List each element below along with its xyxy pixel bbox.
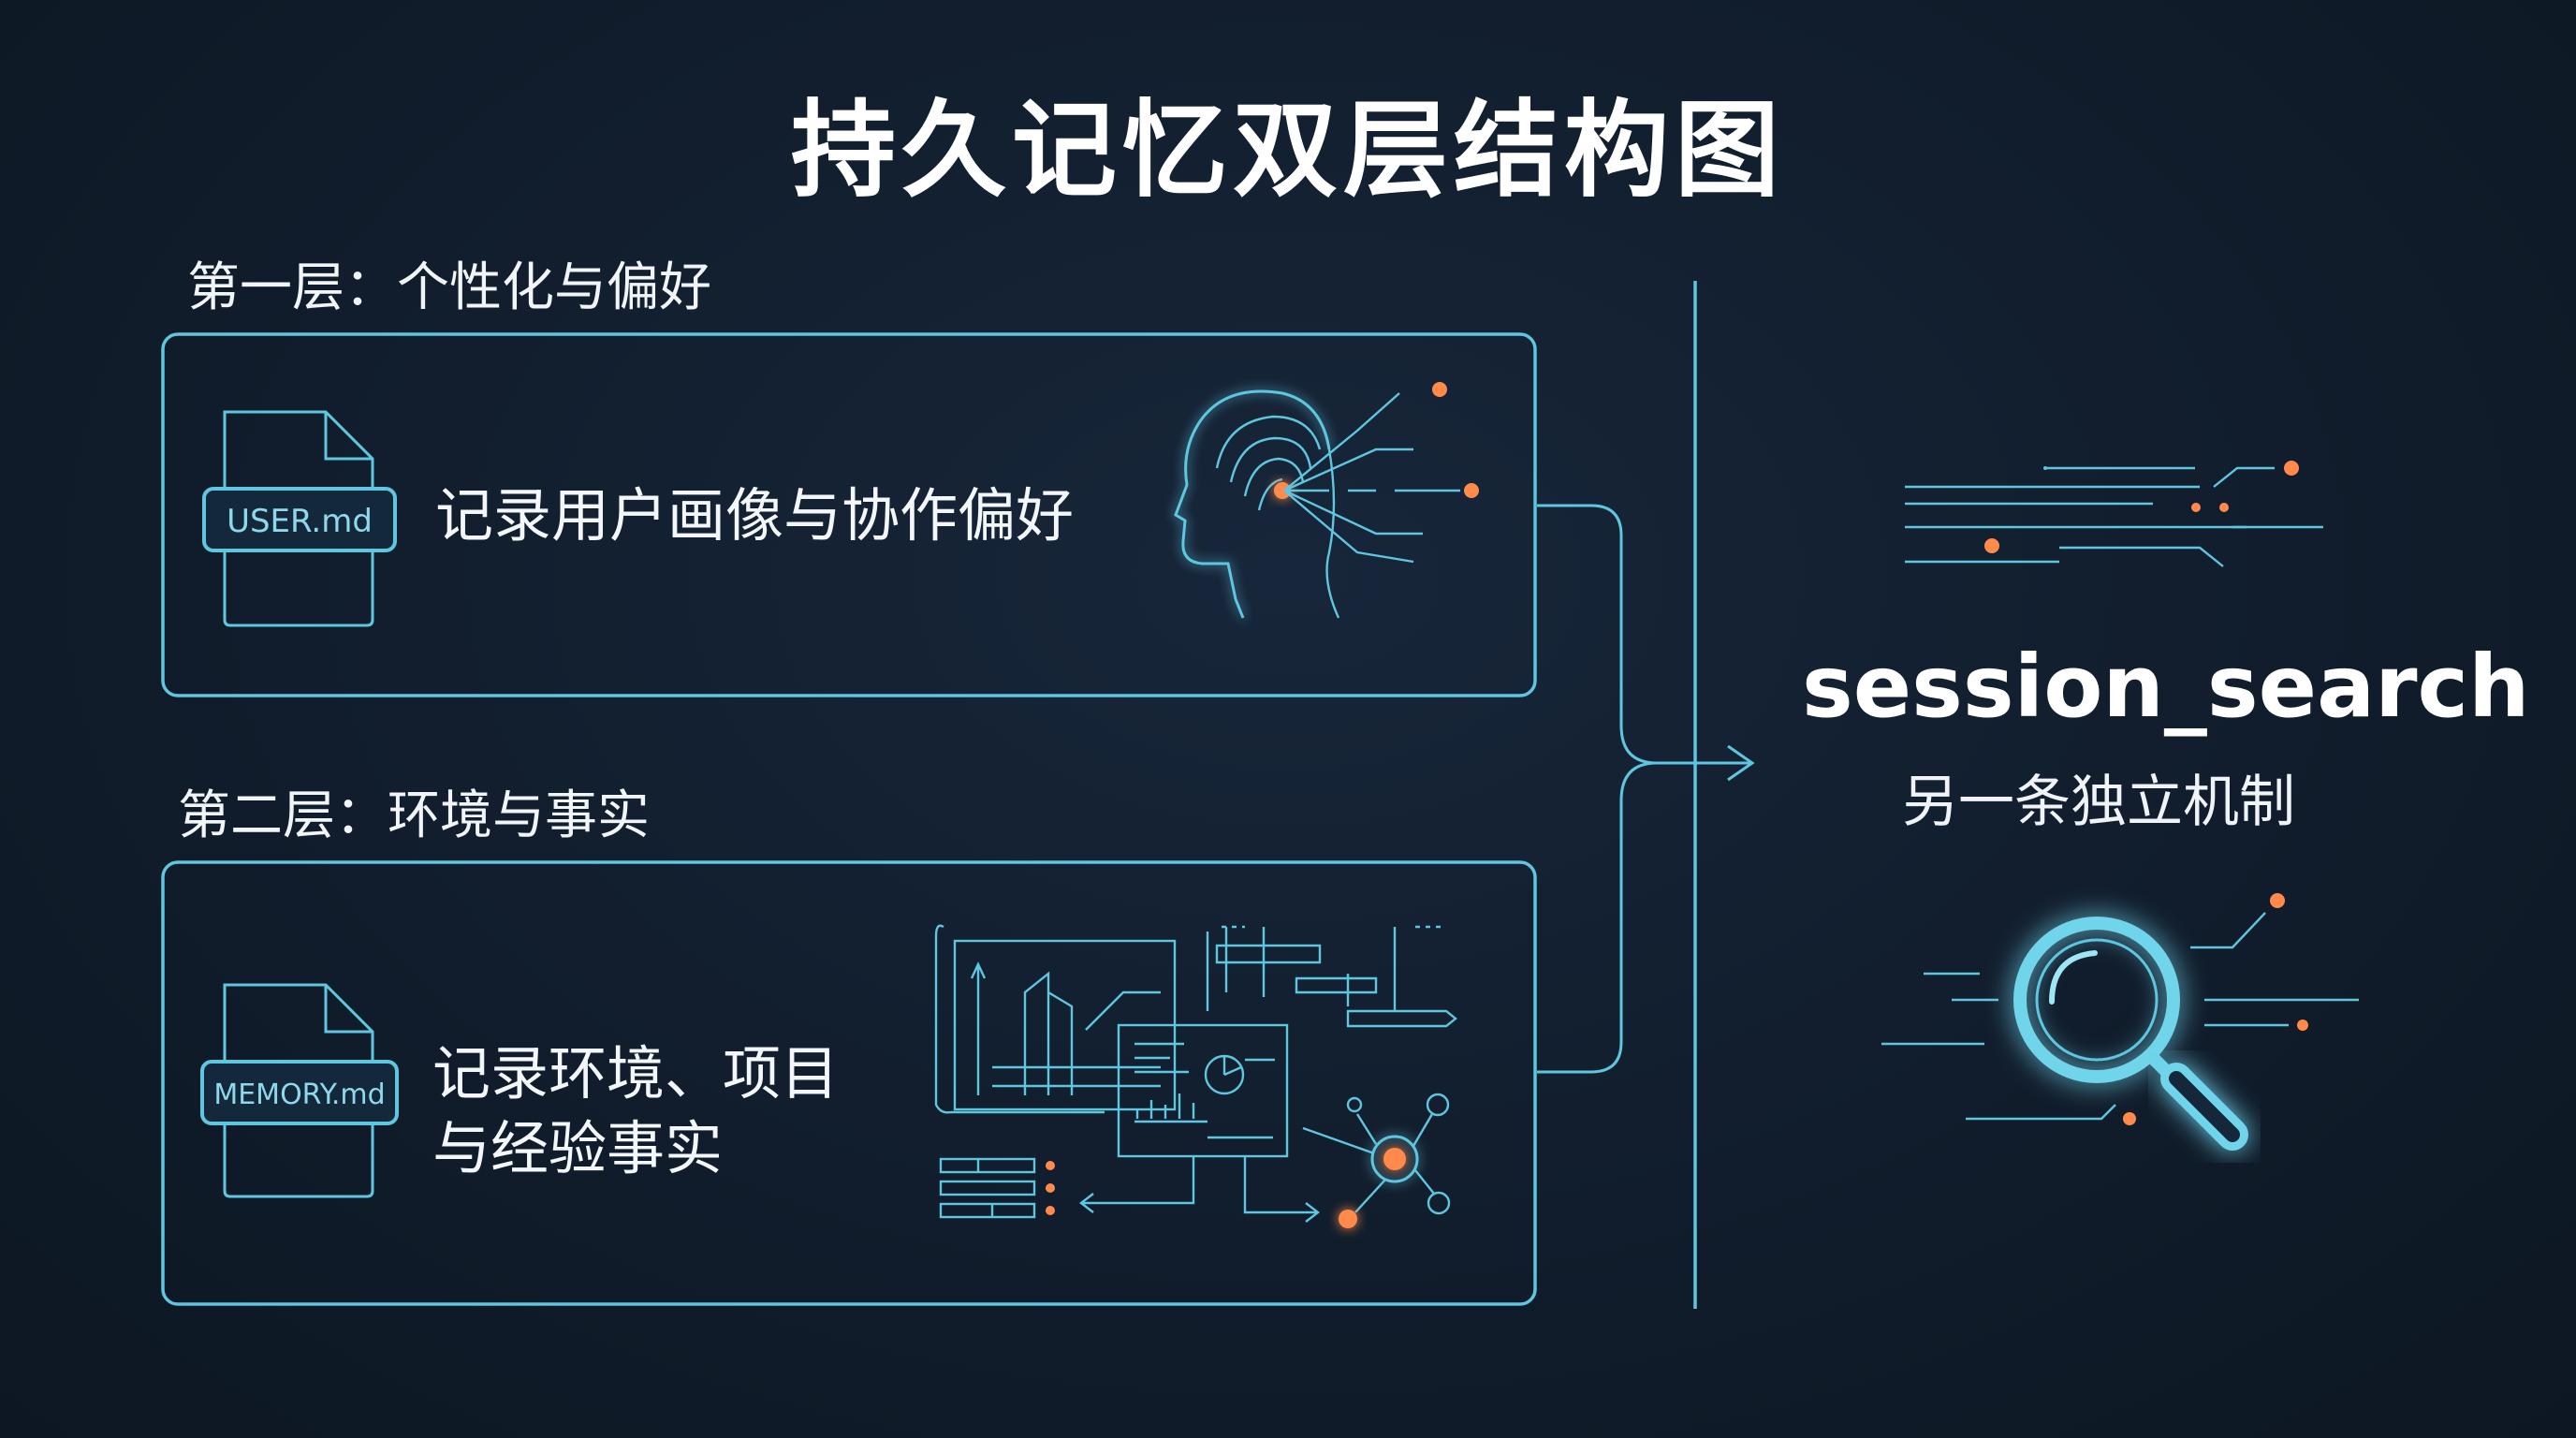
layer2-description-line1: 记录环境、项目: [432, 1039, 840, 1108]
head-profile-icon: [1174, 382, 1479, 619]
session-search-subtitle: 另一条独立机制: [1902, 770, 2295, 835]
page-title: 持久记忆双层结构图: [791, 90, 1785, 212]
layer2-description-line2: 与经验事实: [432, 1114, 724, 1182]
layer1-box: [161, 332, 1537, 697]
connector-arrow: [1657, 744, 1755, 782]
layer1-label: 第一层：个性化与偏好: [187, 257, 711, 318]
data-stream-lines: [1905, 461, 2323, 567]
memory-file-label: MEMORY.md: [213, 1078, 385, 1111]
blueprint-dashboard-icon: [934, 924, 1457, 1228]
layer1-description: 记录用户画像与协作偏好: [435, 481, 1075, 550]
memory-file-icon: MEMORY.md: [200, 983, 399, 1198]
user-file-label: USER.md: [227, 503, 373, 540]
session-search-title: session_search: [1802, 637, 2530, 737]
connector-layer1: [1537, 504, 1685, 765]
connector-layer2: [1537, 761, 1658, 1074]
layer2-box: [161, 860, 1537, 1306]
magnifier-icon: [1881, 893, 2359, 1151]
layer2-label: 第二层：环境与事实: [178, 785, 650, 846]
user-file-icon: USER.md: [202, 410, 397, 627]
